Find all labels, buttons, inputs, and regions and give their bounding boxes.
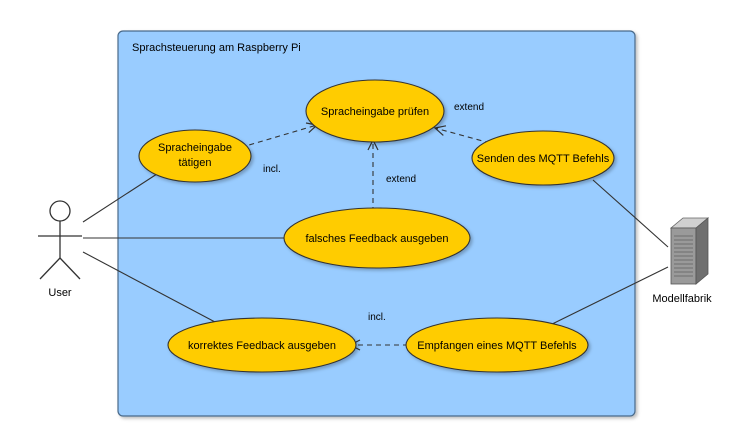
use-case-correct-feedback[interactable]: korrektes Feedback ausgeben: [167, 317, 357, 373]
include-arrow-top: [231, 125, 317, 151]
use-case-wrong-feedback-label: falsches Feedback ausgeben: [305, 233, 448, 245]
label-incl-bottom: incl.: [368, 312, 386, 323]
use-case-check-input[interactable]: Spracheingabe prüfen: [305, 79, 445, 143]
use-case-send-mqtt[interactable]: Senden des MQTT Befehls: [471, 130, 615, 186]
use-case-make-input-line2: tätigen: [178, 157, 211, 169]
use-case-make-input[interactable]: Spracheingabe tätigen: [138, 129, 252, 183]
use-case-wrong-feedback[interactable]: falsches Feedback ausgeben: [283, 207, 471, 269]
system-title: Sprachsteuerung am Raspberry Pi: [132, 42, 301, 54]
label-extend-middle: extend: [386, 174, 416, 185]
actor-factory[interactable]: Modellfabrik: [652, 217, 712, 305]
assoc-factory-receive: [539, 266, 669, 331]
actor-user-label: User: [48, 287, 72, 299]
assoc-user-make-input: [82, 171, 161, 223]
actor-factory-label: Modellfabrik: [652, 293, 712, 305]
use-case-check-input-label: Spracheingabe prüfen: [321, 106, 429, 118]
label-extend-top: extend: [454, 102, 484, 113]
actor-user[interactable]: User: [38, 200, 82, 299]
extend-arrow-right: [435, 128, 491, 144]
assoc-user-correct-feedback: [82, 251, 216, 323]
label-incl-top: incl.: [263, 164, 281, 175]
dependencies: [231, 125, 491, 345]
stick-figure-icon: [38, 200, 82, 280]
use-case-send-mqtt-label: Senden des MQTT Befehls: [477, 153, 610, 165]
use-case-correct-feedback-label: korrektes Feedback ausgeben: [188, 340, 336, 352]
assoc-factory-send: [592, 179, 669, 248]
use-case-make-input-line1: Spracheingabe: [158, 142, 232, 154]
associations: [82, 171, 669, 331]
server-tower-icon: [669, 217, 710, 285]
use-case-receive-mqtt[interactable]: Empfangen eines MQTT Befehls: [405, 317, 589, 373]
use-case-receive-mqtt-label: Empfangen eines MQTT Befehls: [417, 340, 577, 352]
